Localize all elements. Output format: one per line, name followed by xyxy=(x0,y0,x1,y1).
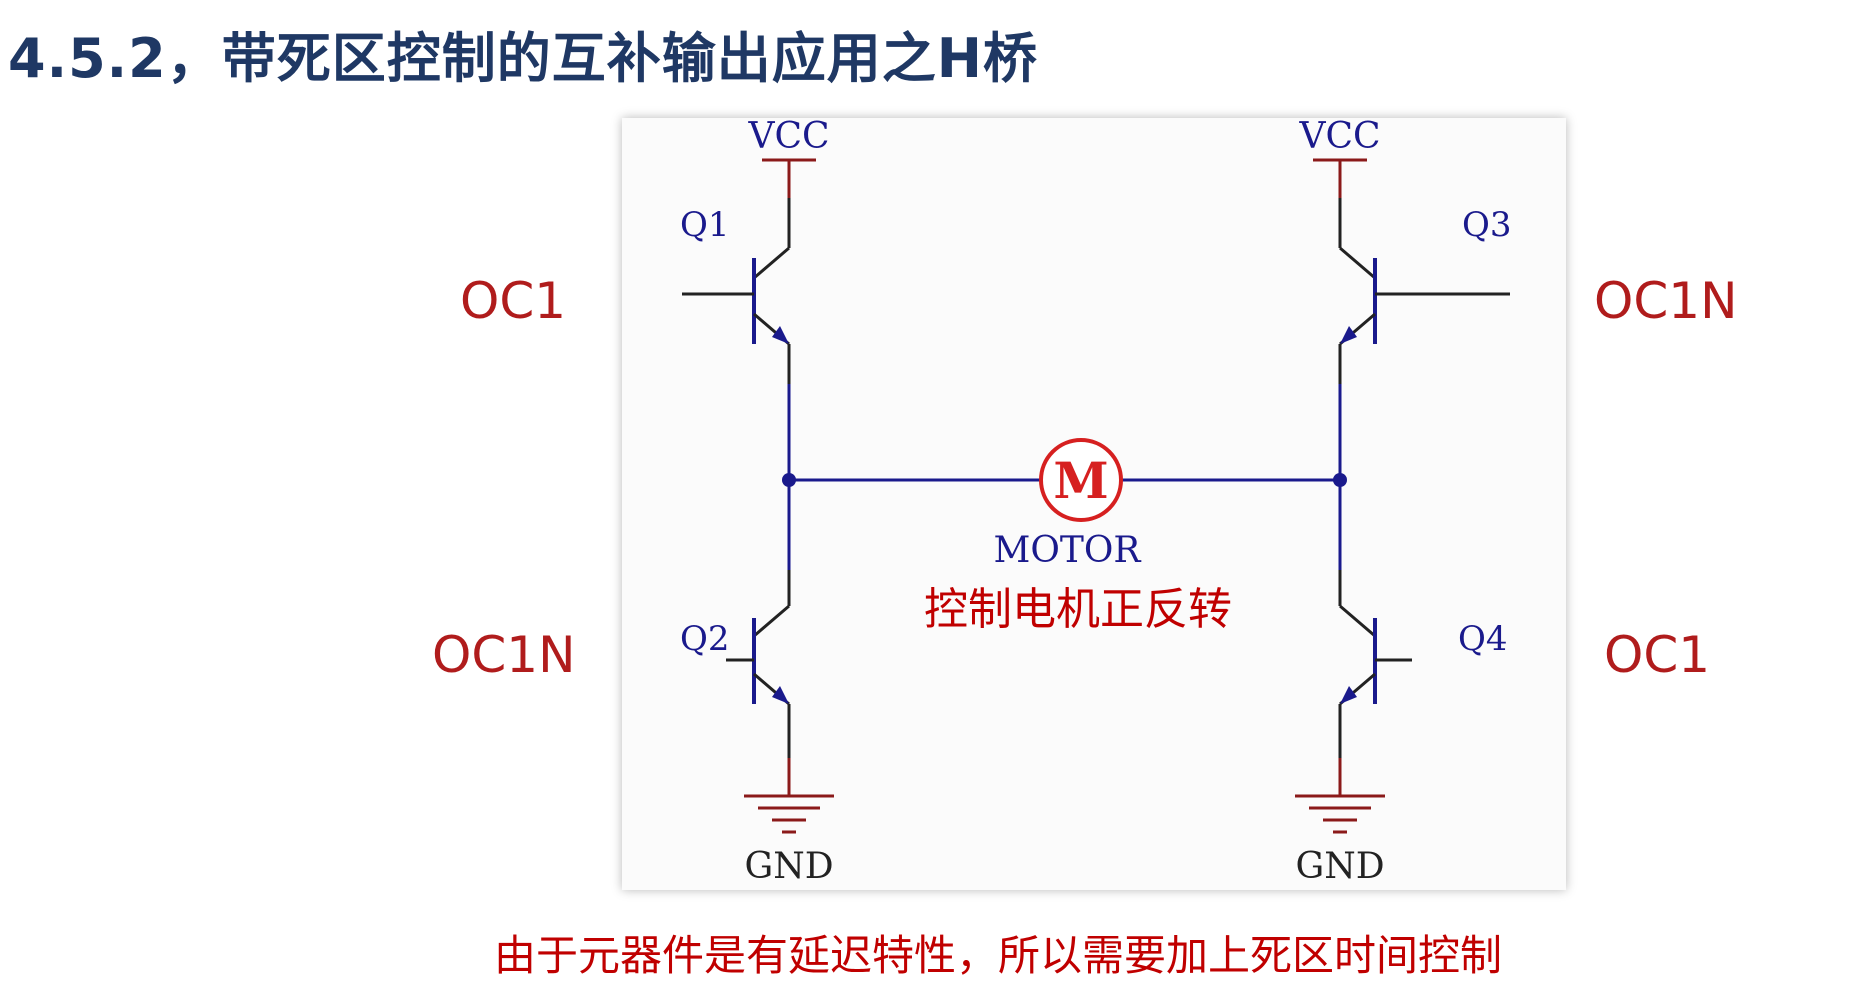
q2-label: Q2 xyxy=(680,619,730,659)
h-bridge-svg: .w { stroke: #1a1a8c; stroke-width: 3; f… xyxy=(680,118,1512,887)
q1-input-label: OC1 xyxy=(460,272,567,330)
junction-left xyxy=(782,473,796,487)
junction-right xyxy=(1333,473,1347,487)
gnd-right-label: GND xyxy=(1295,846,1384,887)
gnd-right-symbol xyxy=(1295,758,1385,834)
q2-input-label: OC1N xyxy=(432,626,576,684)
motor-label: MOTOR xyxy=(993,530,1141,571)
q4-input-label: OC1 xyxy=(1604,626,1711,684)
transistor-q1 xyxy=(682,246,791,384)
gnd-left-label: GND xyxy=(744,846,833,887)
gnd-left-symbol xyxy=(744,758,834,834)
q3-input-label: OC1N xyxy=(1594,272,1738,330)
motor-circle xyxy=(1039,438,1123,522)
transistor-q4 xyxy=(1338,570,1412,758)
q1-label: Q1 xyxy=(680,205,730,245)
vcc-left-label: VCC xyxy=(747,118,829,157)
page-title: 4.5.2，带死区控制的互补输出应用之H桥 xyxy=(8,27,1038,90)
motor-symbol: M xyxy=(1053,451,1108,510)
transistor-q3 xyxy=(1338,246,1510,384)
motor-caption: 控制电机正反转 xyxy=(924,584,1232,635)
vcc-right-label: VCC xyxy=(1298,118,1380,157)
footnote: 由于元器件是有延迟特性，所以需要加上死区时间控制 xyxy=(494,931,1503,980)
h-bridge-schematic: .w { stroke: #1a1a8c; stroke-width: 3; f… xyxy=(622,118,1566,890)
q3-label: Q3 xyxy=(1462,205,1512,245)
q4-label: Q4 xyxy=(1458,619,1508,659)
transistor-q2 xyxy=(726,570,791,758)
